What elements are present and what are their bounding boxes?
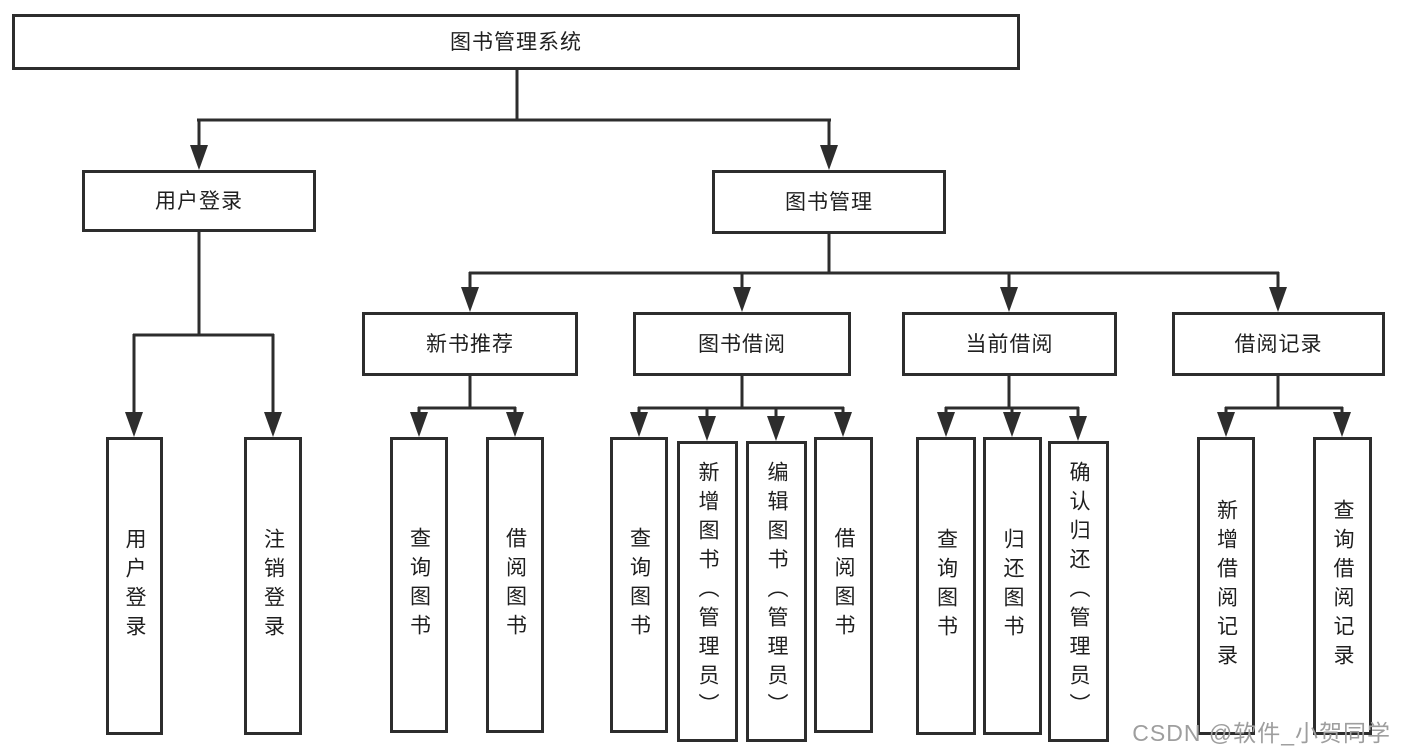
node-label: 用户登录 [123, 528, 146, 644]
node-label: 确认归还（管理员） [1067, 461, 1090, 722]
node-label: 新书推荐 [426, 332, 514, 356]
node-user-login-leaf: 用户登录 [106, 437, 163, 735]
node-label: 当前借阅 [965, 332, 1054, 356]
node-return-books: 归还图书 [983, 437, 1042, 735]
node-logout: 注销登录 [244, 437, 302, 735]
node-label: 借阅记录 [1234, 332, 1323, 356]
node-query-books: 查询图书 [610, 437, 668, 733]
node-borrow-books: 借阅图书 [814, 437, 873, 733]
node-label: 查询图书 [627, 527, 651, 643]
node-borrowing-records: 借阅记录 [1172, 312, 1385, 376]
node-label: 图书借阅 [698, 332, 786, 356]
node-label: 新增借阅记录 [1214, 499, 1238, 673]
node-library-management-system: 图书管理系统 [12, 14, 1020, 70]
node-borrow-books: 借阅图书 [486, 437, 544, 733]
node-label: 编辑图书（管理员） [765, 461, 788, 722]
node-user-login: 用户登录 [82, 170, 316, 232]
node-query-borrow-record: 查询借阅记录 [1313, 437, 1372, 735]
node-edit-books-admin: 编辑图书（管理员） [746, 441, 807, 742]
node-label: 用户登录 [155, 189, 243, 213]
node-query-books: 查询图书 [916, 437, 976, 735]
node-current-borrowing: 当前借阅 [902, 312, 1117, 376]
node-label: 查询图书 [407, 527, 431, 643]
node-label: 借阅图书 [832, 527, 855, 643]
node-book-borrowing: 图书借阅 [633, 312, 851, 376]
node-new-book-recommend: 新书推荐 [362, 312, 578, 376]
node-label: 图书管理系统 [450, 30, 582, 54]
node-add-borrow-record: 新增借阅记录 [1197, 437, 1255, 735]
node-label: 查询借阅记录 [1331, 499, 1354, 673]
node-add-books-admin: 新增图书（管理员） [677, 441, 738, 742]
node-label: 注销登录 [261, 528, 285, 644]
node-confirm-return-admin: 确认归还（管理员） [1048, 441, 1109, 742]
node-label: 新增图书（管理员） [696, 461, 719, 722]
csdn-watermark: CSDN @软件_小贺同学 [1132, 720, 1391, 746]
node-label: 查询图书 [934, 528, 958, 644]
node-book-management: 图书管理 [712, 170, 946, 234]
node-label: 图书管理 [785, 190, 873, 214]
node-label: 借阅图书 [503, 527, 527, 643]
node-query-books: 查询图书 [390, 437, 448, 733]
node-label: 归还图书 [1001, 528, 1024, 644]
